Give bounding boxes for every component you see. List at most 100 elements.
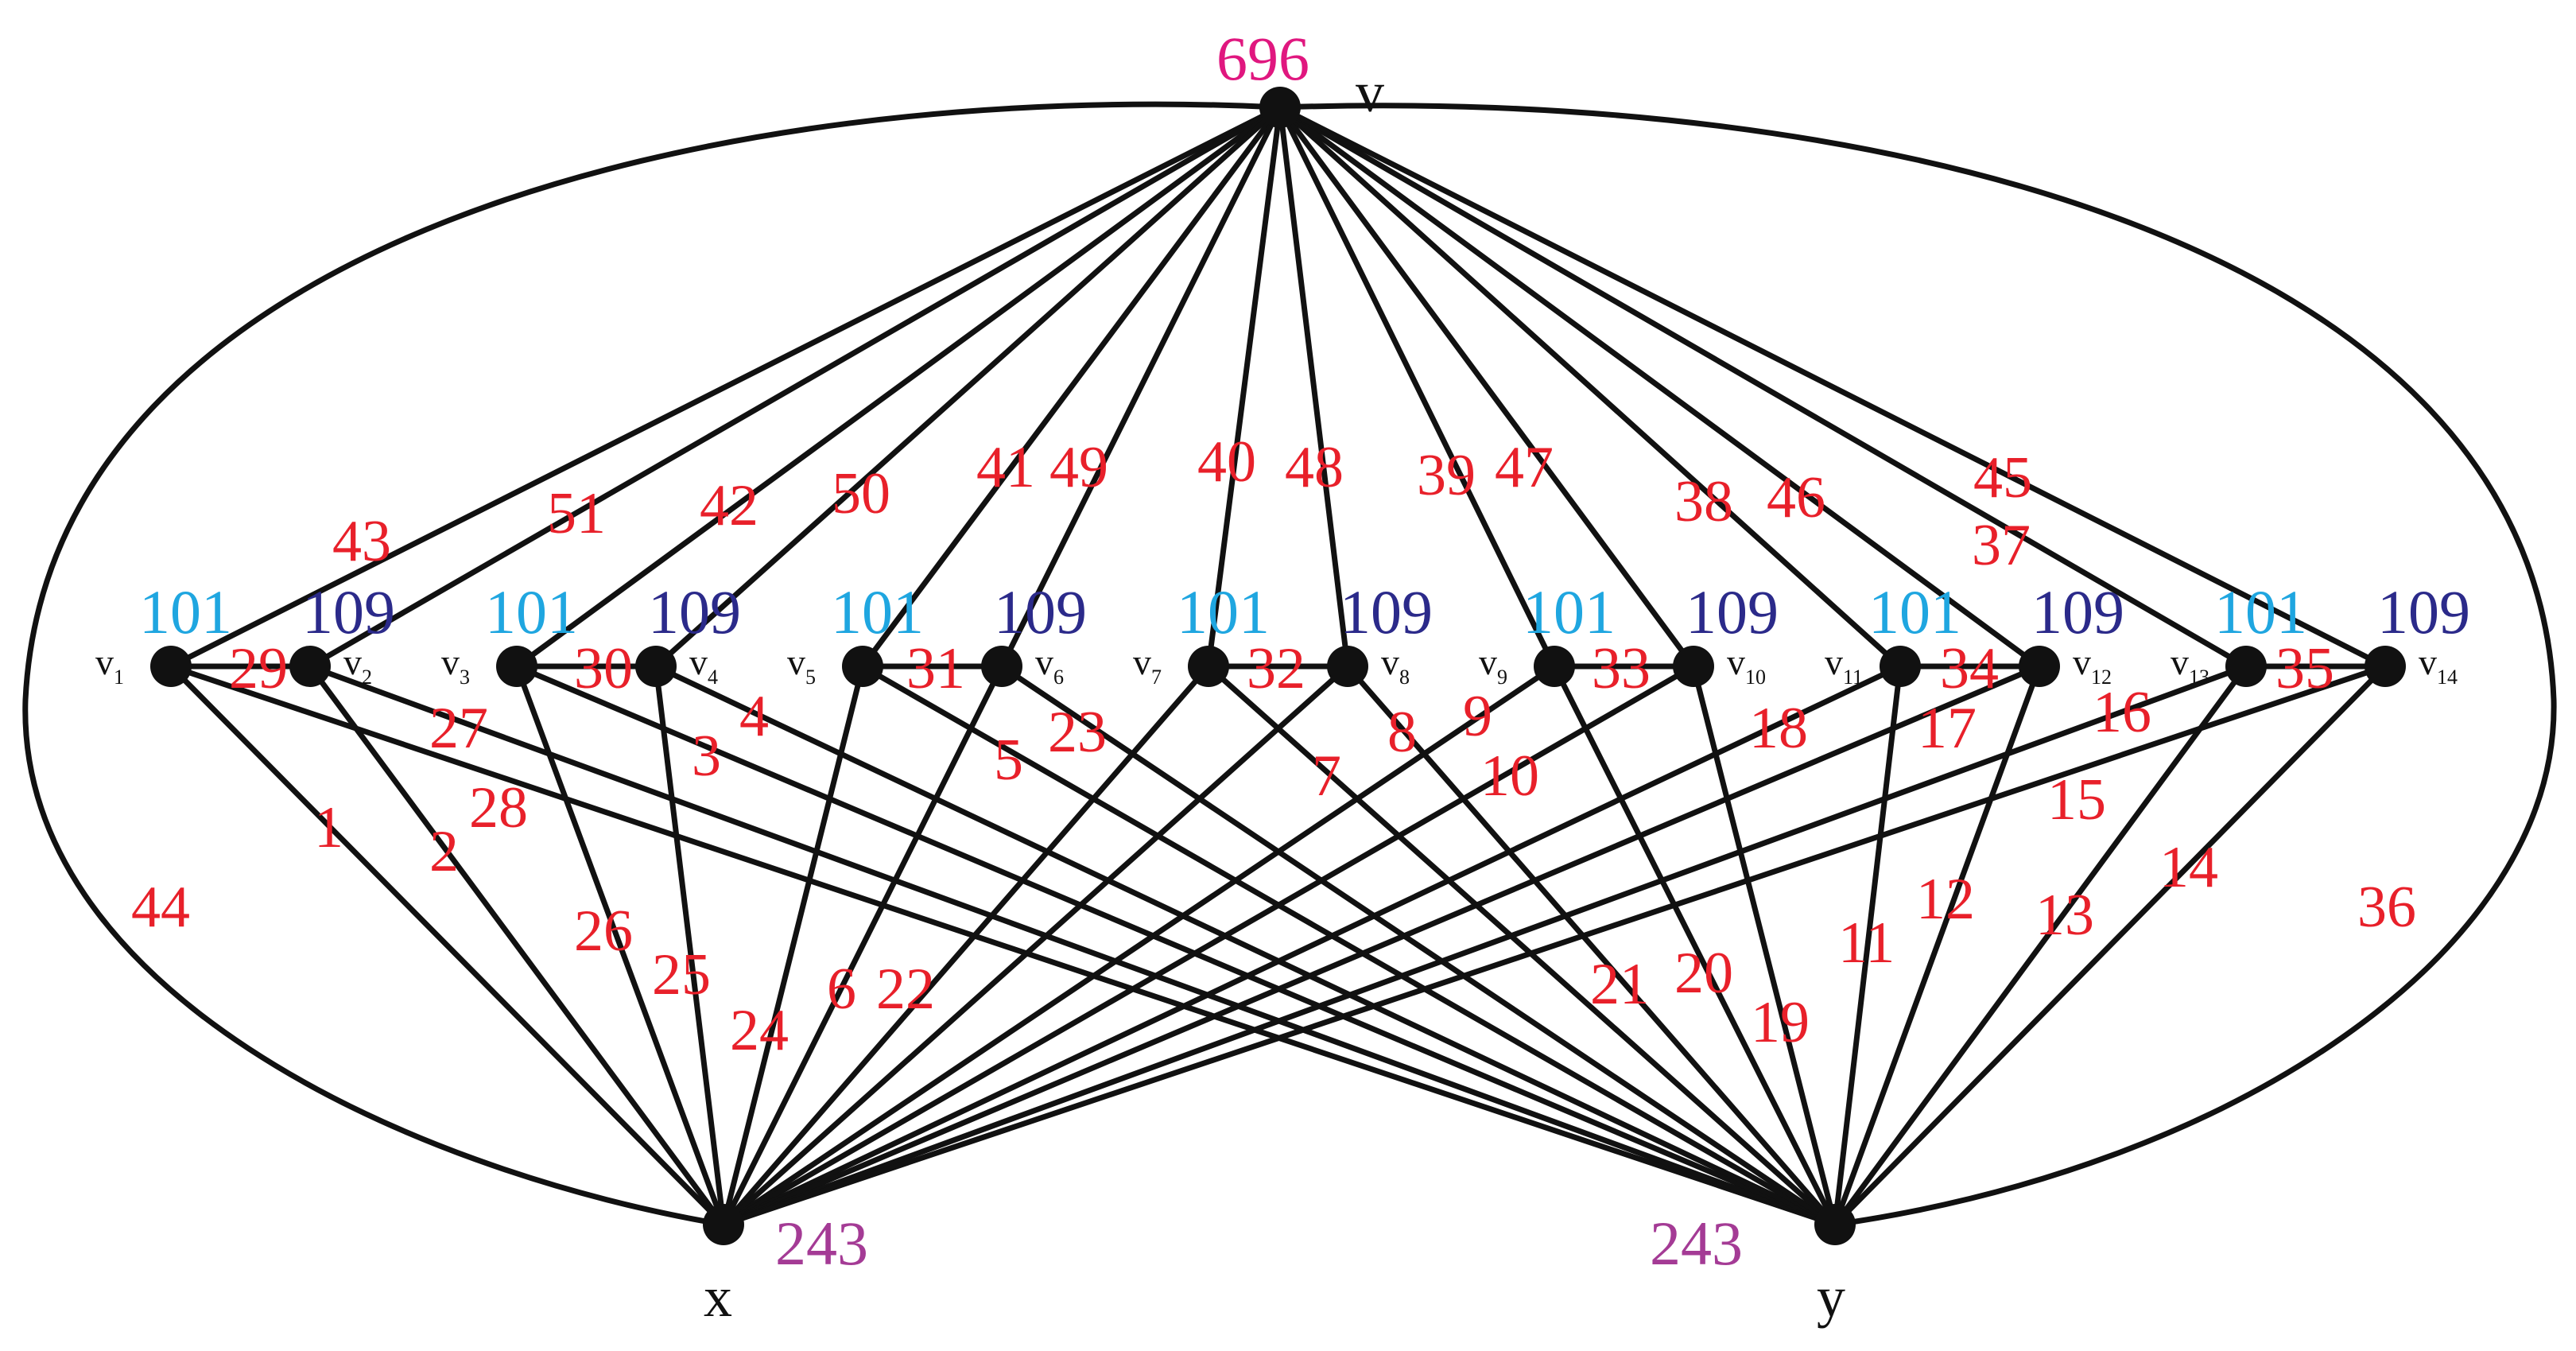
x-edge xyxy=(720,663,1558,1228)
apex-edge xyxy=(999,104,1283,670)
cross-edge-label: 23 xyxy=(1048,700,1107,765)
vertex-weight: 101 xyxy=(485,577,578,646)
apex-edge-label: 45 xyxy=(1973,445,2032,511)
vertex-name: v5 xyxy=(787,642,816,689)
vertex-name: v4 xyxy=(689,642,718,689)
vertex-weight: 101 xyxy=(831,577,924,646)
vertex-weight: 109 xyxy=(1686,577,1779,646)
vertex-weight: 109 xyxy=(994,577,1087,646)
vertex-nodes xyxy=(150,87,2406,1245)
apex-edge-label: 50 xyxy=(832,461,890,526)
apex-edge-label: 42 xyxy=(700,473,758,538)
vertex-weight: 109 xyxy=(2377,577,2470,646)
vertex-node xyxy=(842,646,883,687)
vertex-labels: 101v1109v2101v3109v4101v5109v6101v7109v8… xyxy=(95,577,2470,689)
cross-edge-label: 7 xyxy=(1312,743,1341,809)
x-edge xyxy=(720,663,1351,1228)
cross-edge-label: 10 xyxy=(1480,743,1539,809)
cross-edge-label: 4 xyxy=(739,684,769,749)
y-edge-label: 21 xyxy=(1590,952,1649,1017)
apex-edge xyxy=(1277,104,2249,670)
x-edge-label: 26 xyxy=(574,899,633,964)
y-edge xyxy=(1832,663,2249,1228)
vertex-name: v13 xyxy=(2171,642,2209,689)
vertex-name: v9 xyxy=(1479,642,1507,689)
apex-edge-label: 51 xyxy=(547,481,606,546)
x-edge xyxy=(720,663,2043,1228)
y-edge xyxy=(859,663,1838,1228)
apex-edge-label: 39 xyxy=(1417,443,1476,508)
edges xyxy=(22,101,2557,1228)
pair-edge-label: 35 xyxy=(2275,636,2334,701)
pair-edge-label: 33 xyxy=(1592,636,1651,701)
y-name: y xyxy=(1817,1265,1845,1329)
apex-edge xyxy=(514,104,1283,670)
apex-edge xyxy=(859,104,1283,670)
y-edge xyxy=(1832,663,2388,1228)
x-edge xyxy=(168,663,727,1228)
x-edge-label: 6 xyxy=(827,957,856,1022)
x-edge xyxy=(720,663,2388,1228)
apex-edge xyxy=(168,104,1283,670)
y-edge-label: 14 xyxy=(2159,835,2218,900)
vertex-node xyxy=(496,646,537,687)
vertex-node xyxy=(2365,646,2406,687)
vertex-name: v7 xyxy=(1133,642,1162,689)
pair-edge-label: 30 xyxy=(574,636,633,701)
vertex-node xyxy=(2019,646,2060,687)
cross-edge-label: 18 xyxy=(1749,696,1808,761)
vertex-node xyxy=(1673,646,1714,687)
y-edge xyxy=(514,663,1838,1228)
cross-edge-label: 5 xyxy=(994,728,1023,793)
cross-edge-label: 17 xyxy=(1918,696,1977,761)
vertex-weight: 101 xyxy=(1177,577,1270,646)
vertex-name: v12 xyxy=(2073,642,2112,689)
x-edge xyxy=(720,663,2249,1228)
y-edge xyxy=(1690,663,1838,1228)
outer-edge-apex-x xyxy=(22,101,1283,1228)
x-edge xyxy=(307,663,727,1228)
apex-edge-label: 43 xyxy=(332,509,391,574)
vertex-name: v2 xyxy=(343,642,372,689)
y-edge xyxy=(1344,663,1838,1228)
apex-node xyxy=(1259,87,1301,128)
apex-edge xyxy=(1205,104,1283,670)
apex-edge-label: 41 xyxy=(976,435,1035,500)
x-edge-label: 25 xyxy=(652,942,711,1007)
x-weight: 243 xyxy=(775,1209,868,1278)
vertex-weight: 101 xyxy=(139,577,232,646)
vertex-weight: 109 xyxy=(648,577,741,646)
y-edge xyxy=(999,663,1838,1228)
cross-edge-label: 16 xyxy=(2093,680,2151,745)
vertex-weight: 101 xyxy=(2214,577,2307,646)
vertex-node xyxy=(289,646,331,687)
x-edge xyxy=(720,663,1697,1228)
cross-edge-label: 9 xyxy=(1463,684,1492,749)
apex-edge-label: 49 xyxy=(1049,435,1108,500)
apex-name: v xyxy=(1356,60,1384,124)
y-edge xyxy=(653,663,1838,1228)
cross-edge-label: 3 xyxy=(692,724,721,789)
apex-edge-label: 48 xyxy=(1285,435,1344,500)
vertex-node xyxy=(1880,646,1921,687)
vertex-name: v11 xyxy=(1825,642,1863,689)
x-edge xyxy=(720,663,866,1228)
y-edge-label: 12 xyxy=(1916,867,1975,932)
x-edge xyxy=(653,663,727,1228)
cross-edge-label: 28 xyxy=(469,775,528,840)
vertex-weight: 109 xyxy=(2031,577,2124,646)
apex-edge xyxy=(1277,104,2043,670)
pair-edge-label: 32 xyxy=(1247,636,1305,701)
vertex-weight: 101 xyxy=(1868,577,1961,646)
pair-edge-label: 31 xyxy=(906,636,965,701)
cross-edge-label: 8 xyxy=(1387,700,1417,765)
x-edge-label: 1 xyxy=(314,795,343,860)
outer-edge-label-apex-y: 36 xyxy=(2357,875,2416,940)
vertex-name: v3 xyxy=(441,642,470,689)
apex-edge-label: 38 xyxy=(1674,469,1733,534)
y-edge xyxy=(1832,663,2043,1228)
cross-edge-label: 27 xyxy=(429,696,488,761)
apex-edge xyxy=(1277,104,2388,670)
vertex-weight: 109 xyxy=(302,577,395,646)
